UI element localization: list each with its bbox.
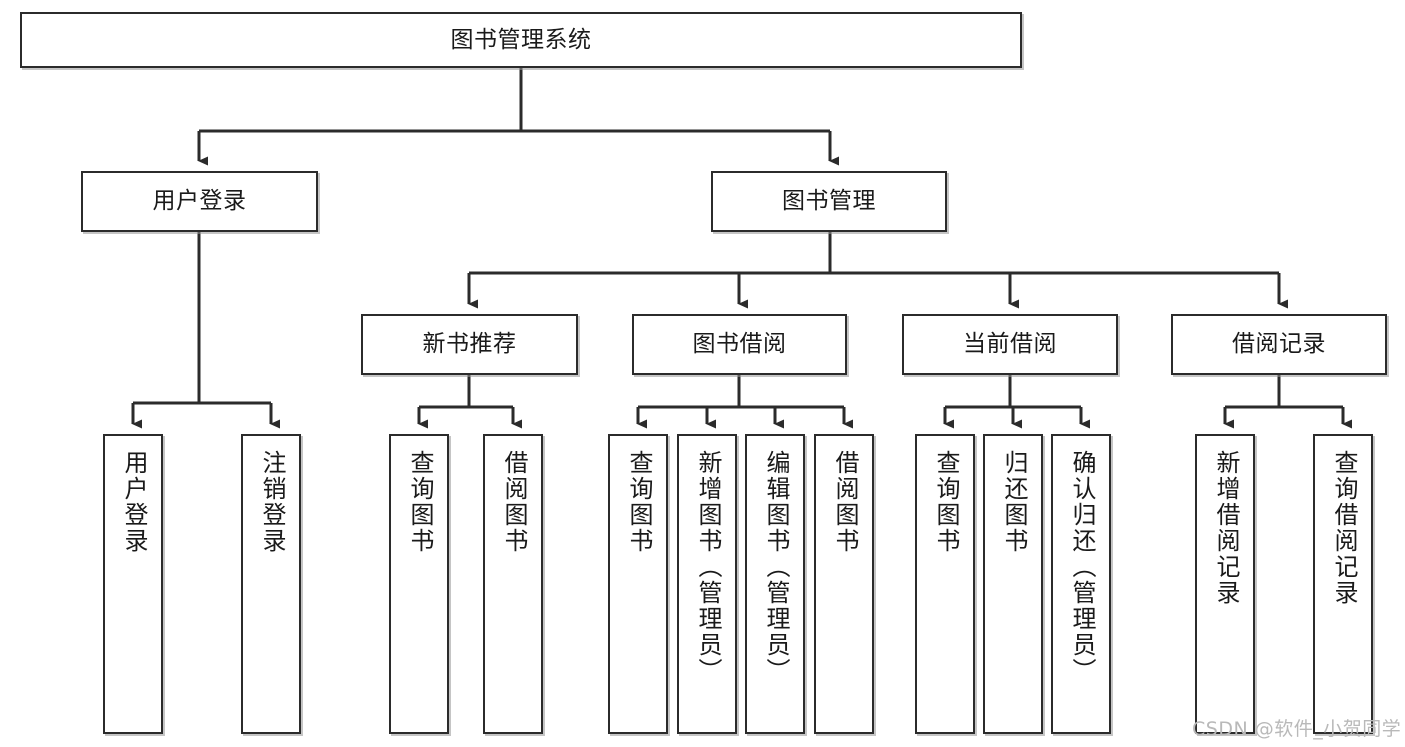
- node-book-manage[interactable]: 图书管理: [711, 171, 947, 232]
- node-leaf-cur-query-book-label: 查询图书: [931, 450, 960, 554]
- node-user-login[interactable]: 用户登录: [81, 171, 318, 232]
- node-current-borrow-label: 当前借阅: [963, 331, 1057, 358]
- node-leaf-rec-query-book[interactable]: 查询图书: [389, 434, 449, 734]
- node-book-borrow[interactable]: 图书借阅: [632, 314, 847, 375]
- node-leaf-rec-add-record-label: 新增借阅记录: [1211, 450, 1240, 606]
- csdn-watermark: CSDN @软件_小贺同学: [1192, 718, 1402, 740]
- node-leaf-borrow-edit-book-label: 编辑图书（管理员）: [761, 450, 790, 684]
- node-leaf-rec-query-book-label: 查询图书: [405, 450, 434, 554]
- node-root[interactable]: 图书管理系统: [20, 12, 1022, 68]
- node-leaf-cur-return-book[interactable]: 归还图书: [983, 434, 1043, 734]
- node-leaf-cur-query-book[interactable]: 查询图书: [915, 434, 975, 734]
- node-book-borrow-label: 图书借阅: [692, 331, 787, 358]
- node-root-label: 图书管理系统: [450, 26, 592, 53]
- node-leaf-borrow-edit-book[interactable]: 编辑图书（管理员）: [745, 434, 805, 734]
- node-leaf-cur-return-book-label: 归还图书: [999, 450, 1028, 554]
- node-current-borrow[interactable]: 当前借阅: [902, 314, 1118, 375]
- node-new-book-recommend[interactable]: 新书推荐: [361, 314, 578, 375]
- node-leaf-borrow-borrow-book-label: 借阅图书: [830, 450, 859, 554]
- node-new-book-recommend-label: 新书推荐: [422, 331, 517, 358]
- node-user-login-label: 用户登录: [152, 188, 247, 215]
- node-leaf-user-login[interactable]: 用户登录: [103, 434, 163, 734]
- node-leaf-cur-confirm-return-label: 确认归还（管理员）: [1067, 450, 1096, 684]
- node-leaf-user-login-label: 用户登录: [119, 450, 148, 554]
- node-leaf-borrow-add-book-label: 新增图书（管理员）: [693, 450, 722, 684]
- node-borrow-record-label: 借阅记录: [1232, 331, 1326, 358]
- node-leaf-rec-borrow-book[interactable]: 借阅图书: [483, 434, 543, 734]
- node-leaf-borrow-borrow-book[interactable]: 借阅图书: [814, 434, 874, 734]
- node-book-manage-label: 图书管理: [782, 188, 876, 215]
- node-leaf-borrow-add-book[interactable]: 新增图书（管理员）: [677, 434, 737, 734]
- node-leaf-cur-confirm-return[interactable]: 确认归还（管理员）: [1051, 434, 1111, 734]
- node-leaf-user-logout[interactable]: 注销登录: [241, 434, 301, 734]
- node-leaf-rec-add-record[interactable]: 新增借阅记录: [1195, 434, 1255, 734]
- node-leaf-rec-query-record-label: 查询借阅记录: [1329, 450, 1358, 606]
- node-leaf-rec-borrow-book-label: 借阅图书: [499, 450, 528, 554]
- node-leaf-borrow-query-book[interactable]: 查询图书: [608, 434, 668, 734]
- node-borrow-record[interactable]: 借阅记录: [1171, 314, 1387, 375]
- node-leaf-borrow-query-book-label: 查询图书: [624, 450, 653, 554]
- node-leaf-user-logout-label: 注销登录: [257, 450, 286, 554]
- node-leaf-rec-query-record[interactable]: 查询借阅记录: [1313, 434, 1373, 734]
